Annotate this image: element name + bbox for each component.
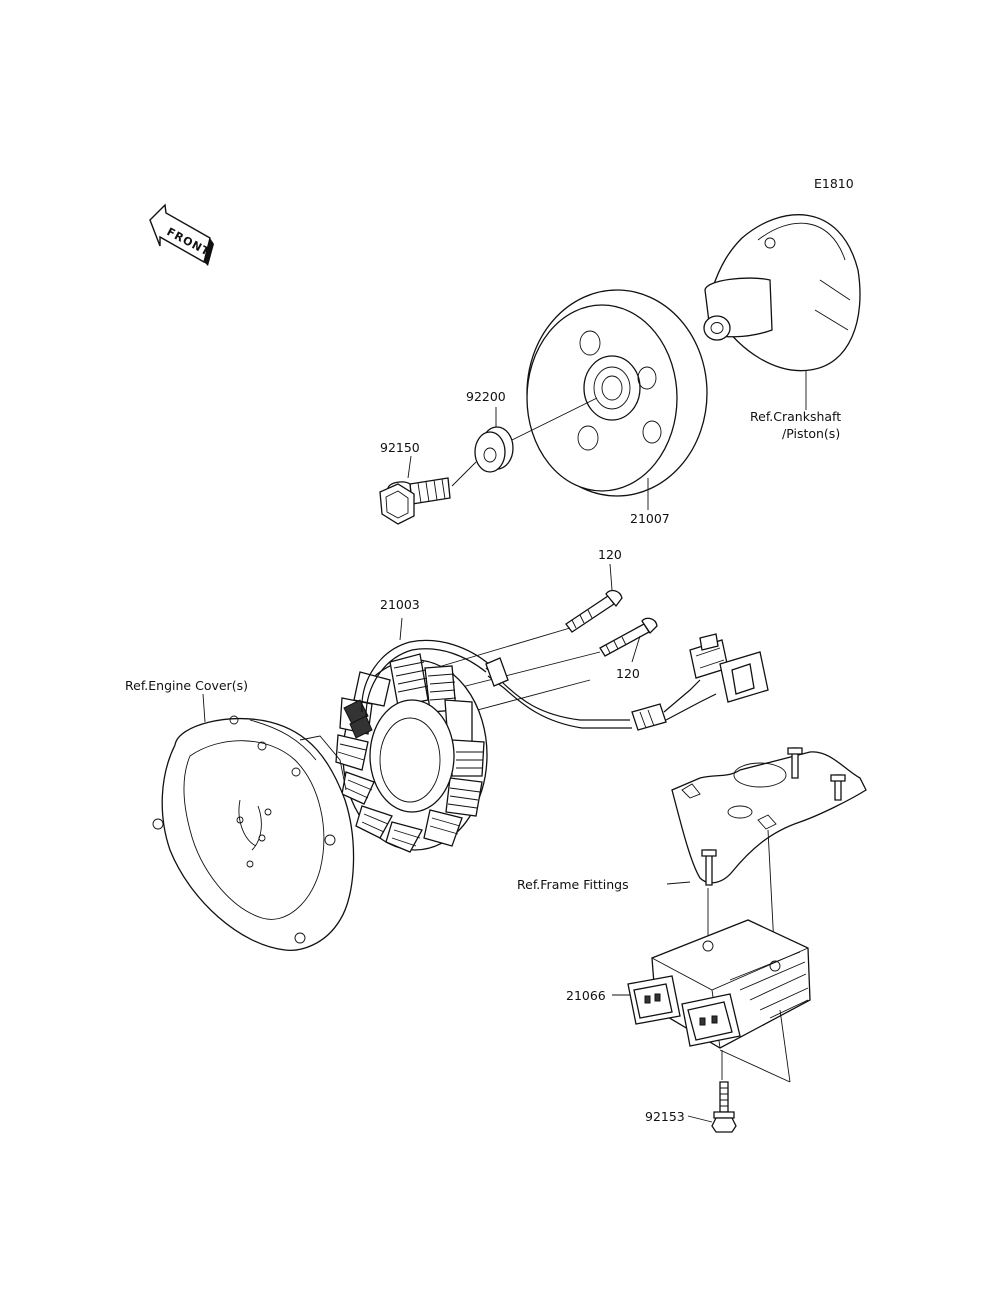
crankshaft-ref-label: Ref.Crankshaft — [750, 409, 841, 424]
stator-leader — [399, 617, 403, 641]
stator-bolt-lower-leader — [631, 635, 641, 663]
engine-cover-part[interactable] — [152, 715, 355, 951]
piston-ref-label: /Piston(s) — [782, 426, 840, 441]
stator-bolt-upper-leader — [609, 563, 613, 591]
frame-fitting-plate-part[interactable] — [671, 751, 867, 884]
crankshaft-part[interactable] — [703, 214, 861, 372]
rotor-bolt-part[interactable] — [379, 477, 451, 525]
frame-fittings-ref-label: Ref.Frame Fittings — [517, 877, 629, 892]
regulator-callout: 21066 — [566, 988, 606, 1003]
frame-fittings-leader — [666, 881, 691, 885]
washer-callout: 92200 — [466, 389, 506, 404]
stator-bolt-upper-callout: 120 — [598, 547, 622, 562]
rotor-bolt-callout: 92150 — [380, 440, 420, 455]
stator-coil-part[interactable] — [335, 653, 488, 853]
stator-bolt-upper-part[interactable] — [565, 589, 623, 633]
front-arrow-icon: FRONT — [149, 203, 214, 266]
rotor-bolt-axis-line — [451, 461, 477, 487]
stator-connector-part[interactable] — [689, 633, 769, 703]
frame-fitting-studs — [701, 747, 846, 886]
engine-cover-ref-label: Ref.Engine Cover(s) — [125, 678, 248, 693]
flywheel-rotor-part[interactable] — [526, 289, 708, 497]
flywheel-callout: 21007 — [630, 511, 670, 526]
stator-bolt-axis-upper — [434, 627, 571, 669]
stator-bolt-lower-part[interactable] — [599, 617, 658, 657]
rotor-bolt-leader — [407, 455, 412, 479]
washer-part[interactable] — [474, 426, 514, 473]
diagram-code: E1810 — [814, 176, 854, 191]
regulator-rectifier-part[interactable] — [627, 919, 811, 1049]
stator-bolt-axis-lower — [449, 651, 601, 691]
stator-bolt-lower-callout: 120 — [616, 666, 640, 681]
washer-axis-line — [511, 397, 598, 441]
stator-callout: 21003 — [380, 597, 420, 612]
regulator-bolt-leader — [687, 1115, 713, 1123]
regulator-bolt-part[interactable] — [711, 1081, 737, 1133]
regulator-bolt-callout: 92153 — [645, 1109, 685, 1124]
engine-cover-leader — [202, 693, 206, 723]
regulator-bolt-axis-line — [719, 1049, 791, 1083]
regulator-bolt-axis-line-2 — [779, 1009, 791, 1083]
stator-wire-harness[interactable] — [361, 639, 717, 731]
